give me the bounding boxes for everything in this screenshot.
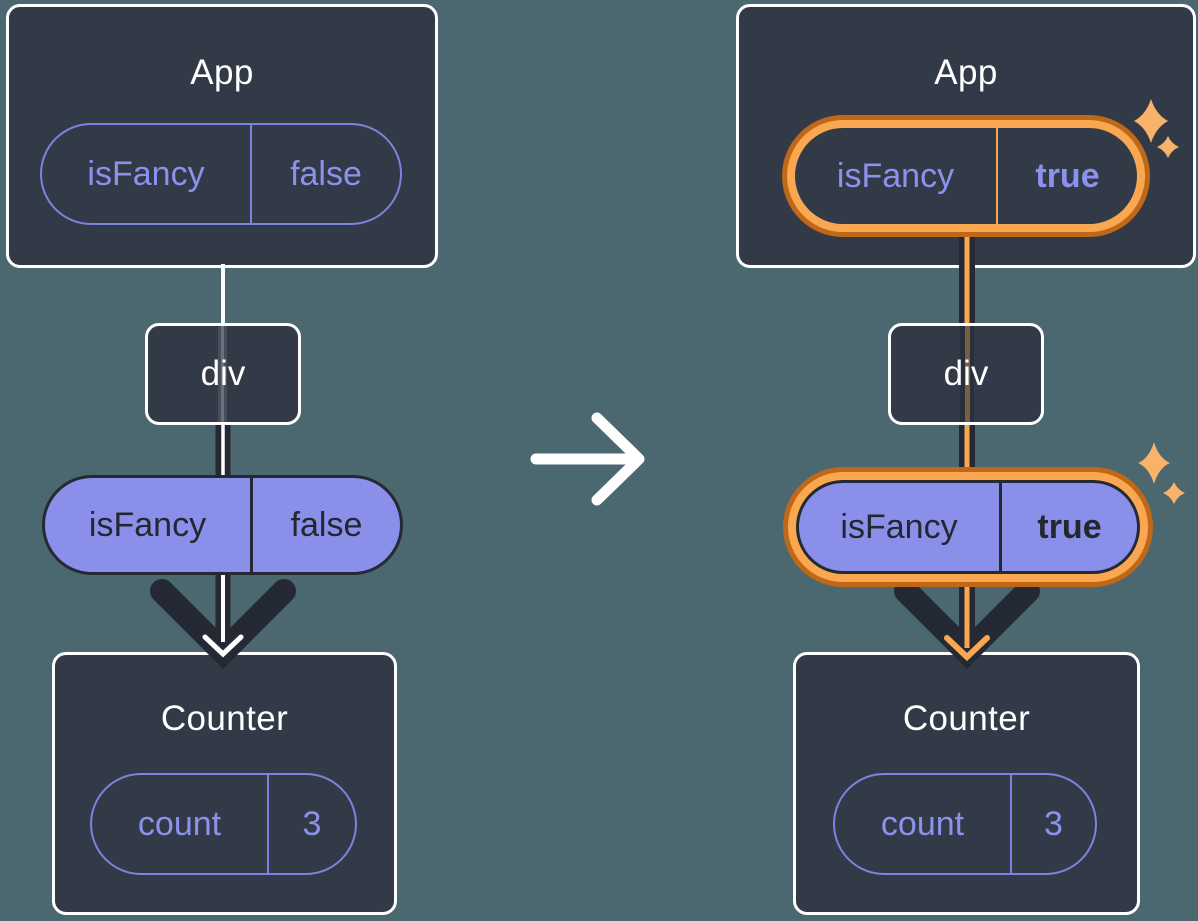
state-pill-inner: isFancy true [795,128,1137,224]
div-node-left: div [145,323,301,425]
component-title: App [190,53,254,92]
component-title: App [934,53,998,92]
div-node-right: div [888,323,1044,425]
pill-to-counter-shaft-left [215,568,231,646]
pass-through-line [218,326,227,422]
counter-state-pill-right: count 3 [833,773,1097,875]
pass-through-line-core [221,326,224,422]
prop-name: isFancy [840,507,958,546]
prop-name: isFancy [88,505,207,544]
prop-value: false [250,478,400,572]
state-name: isFancy [87,154,205,193]
app-state-pill-left: isFancy false [40,123,402,225]
state-flow-arrowhead-left [150,579,296,669]
component-title: Counter [160,699,289,738]
state-value: 3 [1010,775,1095,873]
state-value: true [996,128,1137,224]
prop-value: true [999,483,1137,571]
counter-state-pill-left: count 3 [90,773,357,875]
state-name: isFancy [836,156,955,195]
app-state-pill-right-highlighted: isFancy true [782,115,1150,237]
sparkle-icon [1163,482,1185,504]
div-node-label: div [200,354,246,393]
prop-pill-right-highlighted: isFancy true [783,467,1153,587]
state-name: count [880,804,965,843]
div-node-label: div [943,354,989,393]
sparkle-icon [1138,442,1170,484]
state-flow-arrowhead-right [894,579,1040,669]
state-value: 3 [267,775,355,873]
prop-pill-inner: isFancy true [796,480,1140,574]
transition-arrowhead-icon [591,412,645,506]
component-title: Counter [902,699,1031,738]
state-value: false [250,125,400,223]
state-name: count [137,804,222,843]
prop-pill-left: isFancy false [42,475,403,575]
